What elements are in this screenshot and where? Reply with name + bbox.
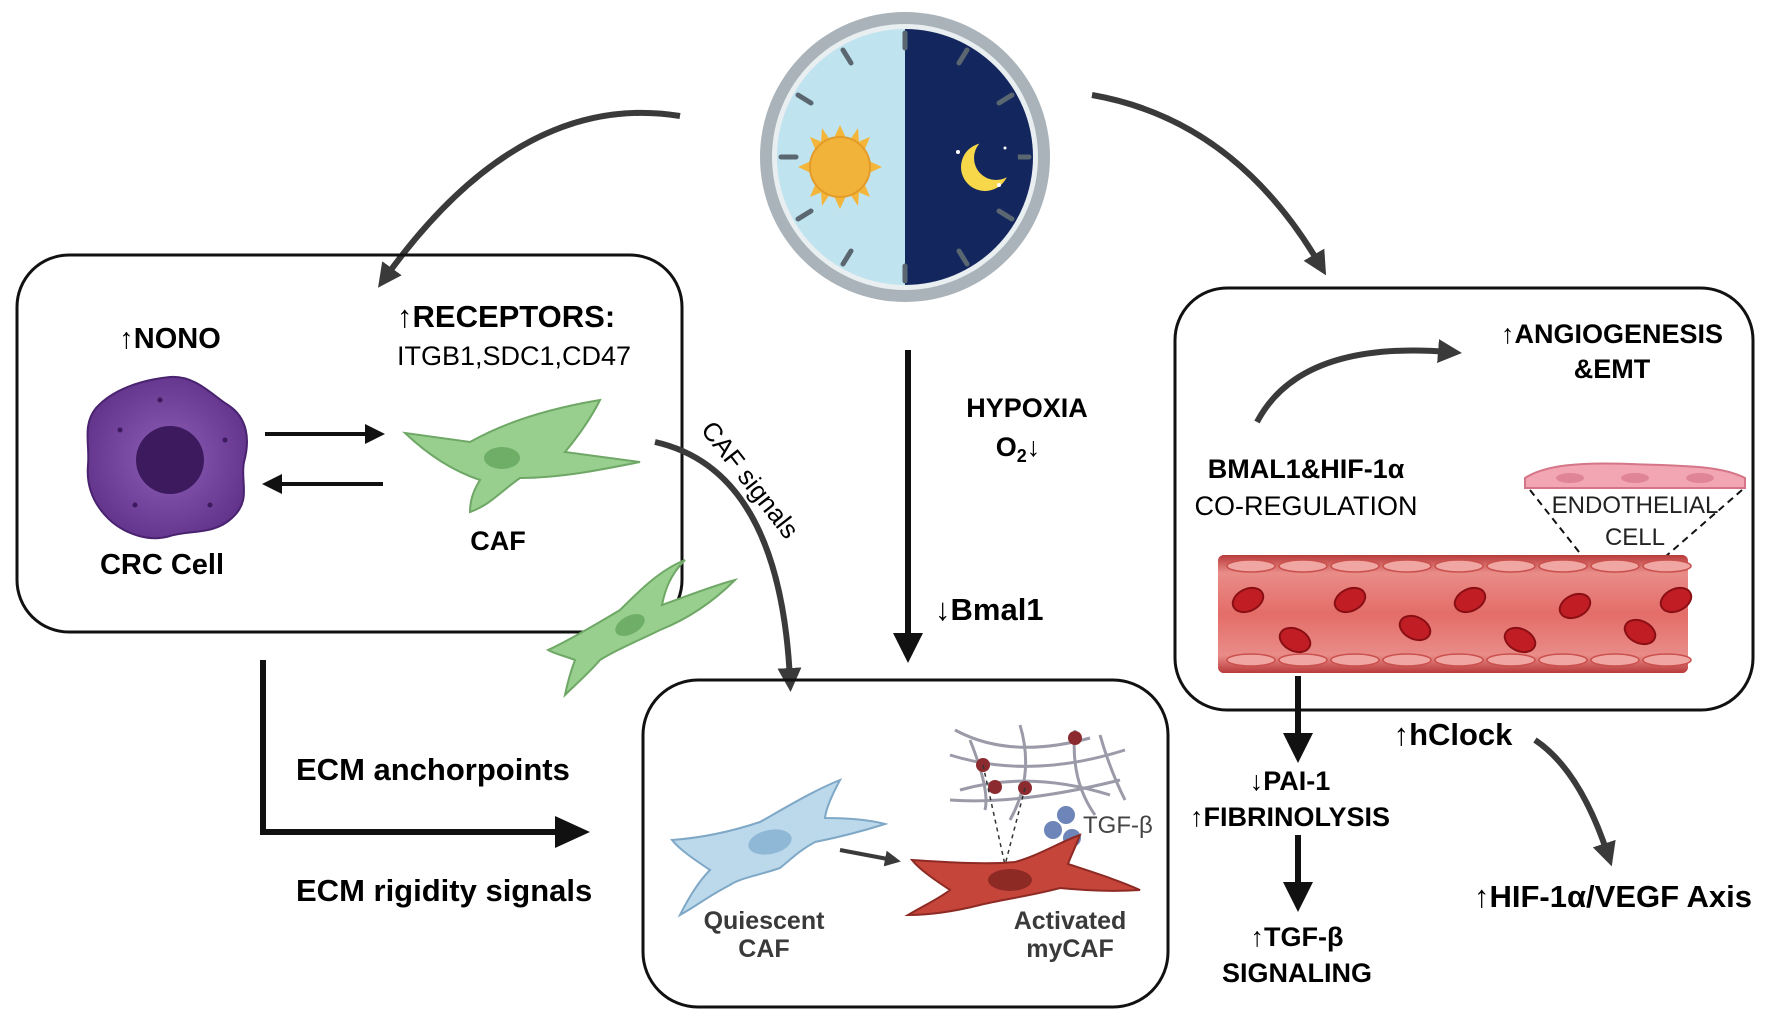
- fibrinolysis-label: ↑FIBRINOLYSIS: [1190, 802, 1390, 832]
- activated-mycaf-line1: Activated: [1014, 907, 1127, 935]
- vessel-lining-cell: [1486, 653, 1536, 667]
- tgf-signaling-line2: SIGNALING: [1222, 958, 1372, 988]
- hclock-arrow: [1533, 737, 1616, 867]
- red-blood-cell: [1623, 618, 1657, 646]
- vessel-lining-cell: [1226, 559, 1276, 573]
- angiogenesis-line2: &EMT: [1574, 354, 1651, 384]
- red-blood-cell: [1503, 626, 1537, 654]
- caf-cell-icon: [402, 398, 641, 514]
- activated-mycaf-icon: [904, 833, 1141, 917]
- hif-vegf-label: ↑HIF-1α/VEGF Axis: [1474, 879, 1752, 914]
- quiescent-caf-line2: CAF: [738, 935, 789, 963]
- vessel-lining-cell: [1590, 653, 1640, 667]
- tgf-signaling-line1: ↑TGF-β: [1251, 922, 1344, 952]
- endothelial-cell-icon: [1524, 462, 1746, 489]
- vessel-lining-cell: [1278, 653, 1328, 667]
- vessel-lining-cell: [1642, 559, 1692, 573]
- ecm-arrowhead: [555, 816, 590, 848]
- crc-cell-label: CRC Cell: [100, 549, 224, 581]
- caf-signals-arrow: [654, 439, 802, 692]
- crc-cell-icon: [86, 375, 248, 540]
- bmal1-label: ↓Bmal1: [935, 592, 1044, 627]
- receptors-title: ↑RECEPTORS:: [397, 299, 615, 334]
- vessel-lining-cell: [1330, 559, 1380, 573]
- activation-arrow: [839, 848, 901, 867]
- nono-label: ↑NONO: [119, 323, 221, 355]
- pai1-label: ↓PAI-1: [1250, 766, 1331, 796]
- ecm-zoom-lines: [982, 764, 1026, 866]
- ecm-fiber-mesh-icon: [949, 724, 1127, 821]
- caf-activation-box: [641, 678, 1170, 1009]
- vessel-lining-cell: [1642, 653, 1692, 667]
- hypoxia-label: HYPOXIA: [966, 393, 1088, 423]
- ecm-rigidity-label: ECM rigidity signals: [296, 873, 592, 908]
- vessel-lining-cell: [1538, 559, 1588, 573]
- vessel-lining-cell: [1382, 559, 1432, 573]
- receptors-list: ITGB1,SDC1,CD47: [397, 341, 631, 371]
- red-blood-cell: [1333, 586, 1367, 614]
- endothelial-line2: CELL: [1605, 524, 1665, 551]
- floating-caf-icon: [545, 559, 739, 699]
- vessel-lining-cell: [1434, 559, 1484, 573]
- tgf-beta-label: TGF-β: [1083, 812, 1153, 839]
- endothelial-line1: ENDOTHELIAL: [1552, 492, 1719, 519]
- sun-icon: [798, 125, 882, 209]
- hclock-label: ↑hClock: [1394, 717, 1514, 752]
- red-blood-cell: [1231, 586, 1265, 614]
- quiescent-caf-icon: [670, 778, 889, 918]
- o2-label: O2↓: [996, 432, 1041, 466]
- bmal-hif-label: BMAL1&HIF-1α: [1208, 454, 1405, 484]
- moon-icon: [956, 136, 1018, 191]
- vessel-lining-cell: [1590, 559, 1640, 573]
- caf-label: CAF: [470, 526, 526, 556]
- angiogenesis-line1: ↑ANGIOGENESIS: [1501, 319, 1723, 349]
- ecm-anchorpoints-label: ECM anchorpoints: [296, 752, 570, 787]
- vessel-lining-cell: [1538, 653, 1588, 667]
- ecm-arrow: [260, 660, 570, 835]
- vessel-lining-cell: [1330, 653, 1380, 667]
- vessel-lining-cell: [1382, 653, 1432, 667]
- red-blood-cell: [1398, 614, 1432, 642]
- red-blood-cell: [1659, 586, 1693, 614]
- crc-caf-box: [15, 253, 684, 634]
- coregulation-label: CO-REGULATION: [1194, 491, 1417, 521]
- clock-to-right-arrow: [1091, 92, 1327, 276]
- blood-vessel-icon: [1218, 555, 1693, 673]
- red-blood-cell: [1278, 626, 1312, 654]
- vessel-lining-cell: [1278, 559, 1328, 573]
- quiescent-caf-line1: Quiescent: [704, 907, 826, 935]
- vessel-lining-cell: [1434, 653, 1484, 667]
- coregulation-arrow: [1254, 339, 1462, 424]
- activated-mycaf-line2: myCAF: [1026, 935, 1114, 963]
- clock-to-left-arrow: [377, 109, 681, 288]
- caf-signals-label: CAF signals: [695, 415, 805, 544]
- red-blood-cell: [1453, 586, 1487, 614]
- vessel-lining-cell: [1226, 653, 1276, 667]
- day-night-clock: [760, 12, 1050, 302]
- angiogenesis-box: [1173, 286, 1755, 712]
- red-blood-cell: [1558, 592, 1592, 620]
- vessel-lining-cell: [1486, 559, 1536, 573]
